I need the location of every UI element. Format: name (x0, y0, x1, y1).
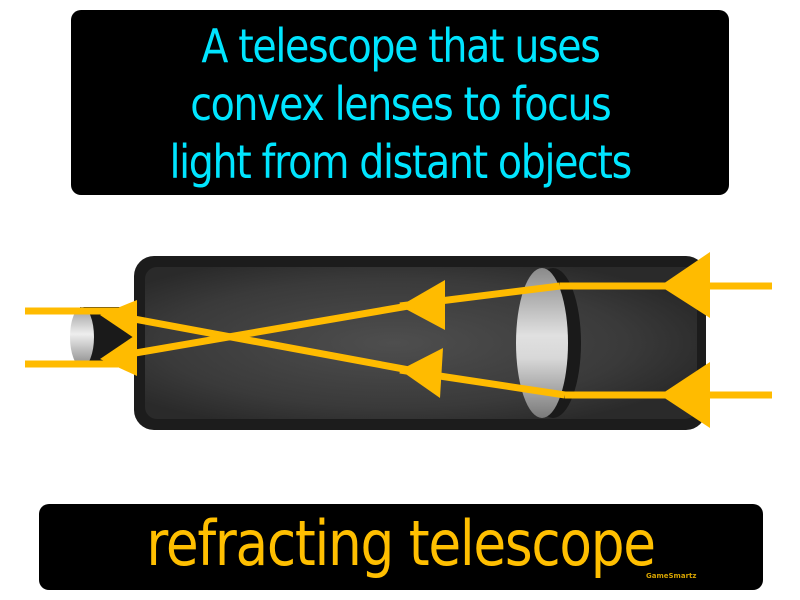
light-rays (25, 252, 772, 428)
definition-line-3: light from distant objects (169, 134, 632, 189)
definition-line-2: convex lenses to focus (189, 76, 612, 131)
eyepiece-lens (70, 307, 94, 367)
term-box: refracting telescope (39, 504, 763, 590)
credit-watermark: GameSmartz (646, 572, 697, 580)
definition-box: A telescope that uses convex lenses to f… (71, 10, 729, 195)
definition-line-1: A telescope that uses (200, 18, 600, 73)
term-title: refracting telescope (146, 507, 657, 580)
telescope-tube (134, 256, 706, 430)
objective-lens (516, 268, 581, 418)
